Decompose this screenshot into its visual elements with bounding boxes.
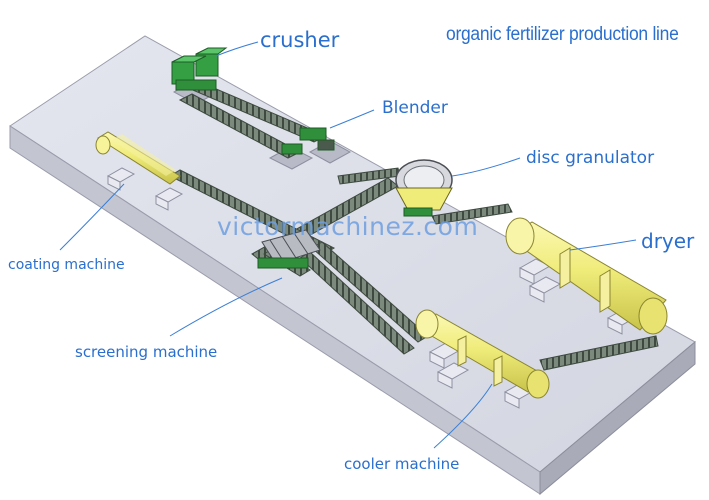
- label-dryer: dryer: [641, 229, 695, 253]
- label-crusher: crusher: [260, 28, 340, 52]
- label-coating-machine: coating machine: [8, 257, 125, 273]
- label-cooler-machine: cooler machine: [344, 455, 460, 473]
- cooler-drum: [415, 309, 550, 399]
- screening-drum: [257, 229, 321, 269]
- leader-lines: [59, 41, 637, 449]
- platform-side: [539, 340, 696, 496]
- blender-machine: [281, 127, 335, 155]
- diagram-title: organic fertilizer production line: [446, 24, 679, 45]
- watermark-text: victormachinez.com: [217, 212, 479, 241]
- label-disc-granulator: disc granulator: [526, 148, 655, 168]
- disc-granulator-machine: [395, 159, 453, 217]
- coating-drum: [95, 131, 181, 185]
- dryer-drum: [505, 217, 668, 335]
- conveyors: [168, 81, 659, 371]
- label-blender: Blender: [382, 98, 448, 118]
- platform-top: [9, 35, 696, 473]
- support-blocks: [106, 167, 640, 409]
- crusher-machine: [171, 47, 228, 91]
- label-screening-machine: screening machine: [75, 343, 218, 361]
